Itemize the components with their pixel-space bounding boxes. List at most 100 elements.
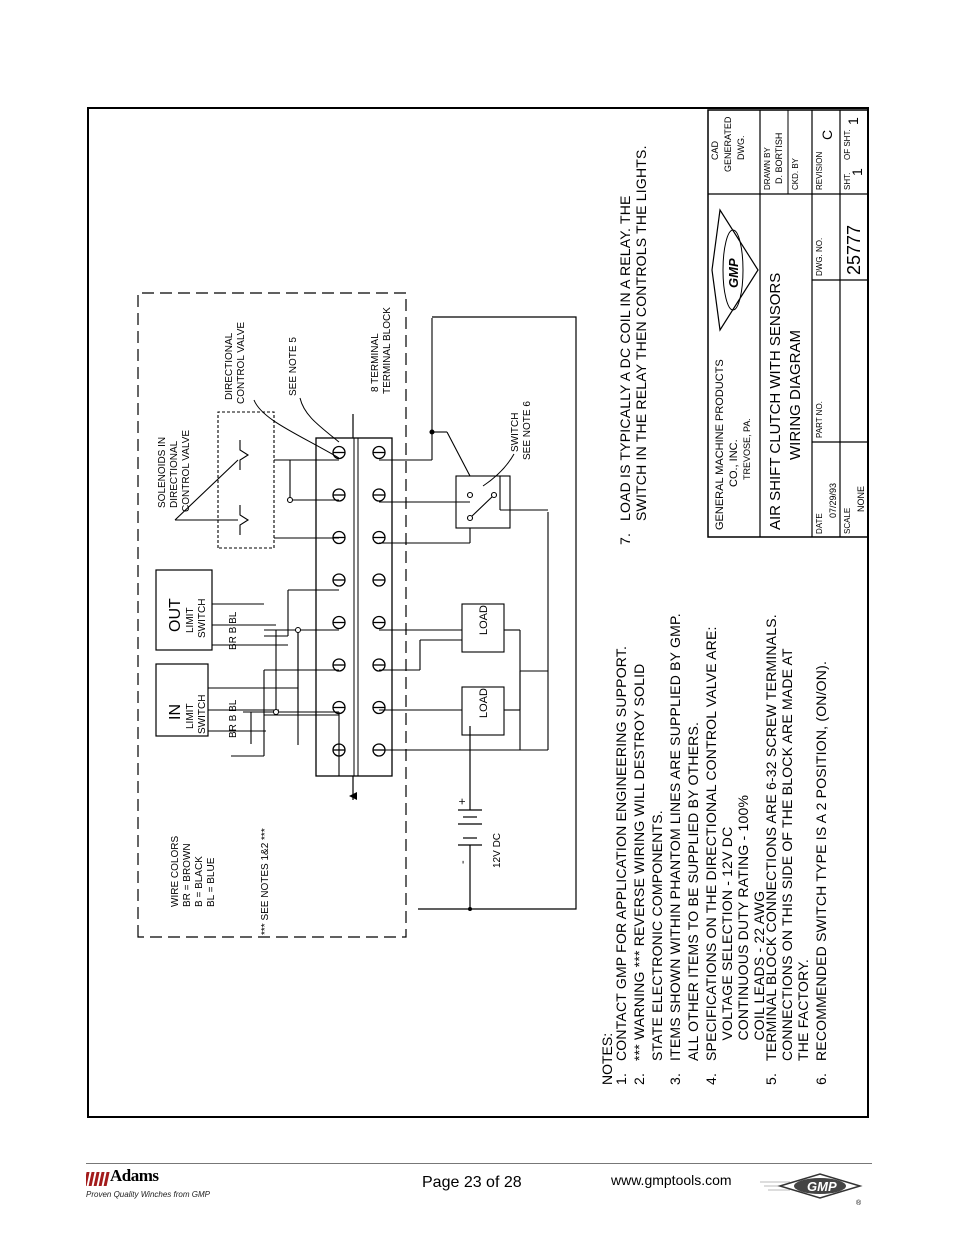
company-name: GENERAL MACHINE PRODUCTS	[714, 359, 726, 530]
svg-text:LOAD: LOAD	[478, 688, 490, 718]
svg-text:B = BLACK: B = BLACK	[194, 856, 205, 907]
svg-text:*** SEE NOTES 1&2 ***: *** SEE NOTES 1&2 ***	[260, 828, 271, 935]
svg-text:CAD: CAD	[710, 140, 720, 160]
adams-brand: Adams	[110, 1166, 159, 1185]
svg-text:SWITCH: SWITCH	[197, 599, 208, 638]
svg-text:D. BORTISH: D. BORTISH	[774, 133, 784, 184]
company-city: TREVOSE, PA.	[742, 418, 752, 480]
note-line: CONTACT GMP FOR APPLICATION ENGINEERING …	[613, 646, 629, 1061]
notes-title: NOTES:	[599, 1033, 615, 1085]
note-line: ITEMS SHOWN WITHIN PHANTOM LINES ARE SUP…	[667, 613, 683, 1061]
svg-text:1: 1	[845, 117, 861, 125]
svg-text:LOAD: LOAD	[478, 605, 490, 635]
terminal-block	[315, 414, 393, 800]
title-block: GENERAL MACHINE PRODUCTS CO., INC. TREVO…	[707, 109, 869, 538]
note-line: SWITCH IN THE RELAY THEN CONTROLS THE LI…	[633, 145, 649, 521]
svg-text:CONTROL VALVE: CONTROL VALVE	[181, 430, 192, 512]
svg-text:WIRE COLORS: WIRE COLORS	[170, 836, 181, 907]
svg-text:DWG.: DWG.	[736, 136, 746, 161]
drawing-subtitle: WIRING DIAGRAM	[787, 330, 804, 460]
note-4: 4. SPECIFICATIONS ON THE DIRECTIONAL CONT…	[703, 626, 767, 1085]
svg-text:BR = BROWN: BR = BROWN	[182, 843, 193, 907]
note-number: 4.	[703, 1073, 719, 1085]
notes-block: NOTES:	[599, 1033, 615, 1085]
svg-text:OUT: OUT	[167, 598, 184, 632]
directional-control-valve	[174, 411, 339, 549]
notes-list: 1. CONTACT GMP FOR APPLICATION ENGINEERIN…	[613, 145, 829, 1085]
svg-text:BR B BL: BR B BL	[228, 699, 239, 738]
svg-text:REVISION: REVISION	[815, 152, 824, 190]
note-line: LOAD IS TYPICALLY A DC COIL IN A RELAY. …	[617, 195, 633, 521]
website-link[interactable]: www.gmptools.com	[611, 1172, 732, 1188]
note-number: 3.	[667, 1073, 683, 1085]
note-line: CONNECTIONS ON THIS SIDE OF THE BLOCK AR…	[779, 648, 795, 1061]
note-number: 2.	[631, 1073, 647, 1085]
note-line: COIL LEADS - 22 AWG	[751, 891, 767, 1061]
svg-text:DIRECTIONAL: DIRECTIONAL	[169, 440, 180, 508]
svg-text:DIRECTIONAL: DIRECTIONAL	[224, 332, 235, 400]
adams-logo: Adams Proven Quality Winches from GMP	[86, 1166, 226, 1206]
drawing-title: AIR SHIFT CLUTCH WITH SENSORS	[767, 273, 784, 530]
note-line: STATE ELECTRONIC COMPONENTS.	[649, 810, 665, 1061]
out-limit-switch: OUT LIMIT SWITCH BR B BL	[155, 569, 301, 715]
load-2	[461, 603, 505, 653]
note-number: 7.	[617, 533, 633, 545]
svg-text:1: 1	[849, 168, 865, 176]
wire-colors-legend: WIRE COLORS BR = BROWN B = BLACK BL = BL…	[170, 828, 271, 935]
svg-text:IN: IN	[167, 704, 184, 720]
company-inc: CO., INC.	[728, 439, 740, 487]
solenoids-label: SOLENOIDS IN	[157, 437, 168, 508]
rotated-drawing: NOTES: 1. CONTACT GMP FOR APPLICATION ENG…	[137, 109, 869, 1085]
note-2: 2. *** WARNING *** REVERSE WIRING WILL DE…	[631, 664, 665, 1085]
svg-text:GMP: GMP	[726, 258, 741, 288]
svg-text:DATE: DATE	[815, 513, 824, 534]
note-5: 5.TERMINAL BLOCK CONNECTIONS ARE 6-32 SC…	[763, 614, 811, 1085]
note-7: 7. LOAD IS TYPICALLY A DC COIL IN A RELAY…	[617, 145, 649, 545]
svg-text:SEE NOTE 5: SEE NOTE 5	[288, 337, 299, 396]
svg-text:DRAWN BY: DRAWN BY	[763, 147, 772, 190]
load-circuit	[379, 318, 549, 751]
svg-text:07/29/93: 07/29/93	[828, 483, 838, 518]
in-limit-switch: IN LIMIT SWITCH BR B BL	[155, 663, 298, 738]
svg-text:SEE NOTE 6: SEE NOTE 6	[522, 401, 533, 460]
footer-rule	[86, 1163, 872, 1164]
drawing-number: 25777	[844, 225, 864, 275]
svg-text:SHT.: SHT.	[843, 173, 852, 190]
load-1	[461, 686, 505, 736]
svg-text:TERMINAL BLOCK: TERMINAL BLOCK	[382, 307, 393, 394]
note-number: 1.	[613, 1073, 629, 1085]
svg-text:GMP: GMP	[807, 1179, 837, 1194]
svg-text:SWITCH: SWITCH	[197, 695, 208, 734]
svg-text:BL = BLUE: BL = BLUE	[206, 857, 217, 907]
terminal-block-label: 8 TERMINAL	[370, 333, 381, 392]
note-line: TERMINAL BLOCK CONNECTIONS ARE 6-32 SCRE…	[763, 614, 779, 1061]
page-number: Page 23 of 28	[422, 1174, 522, 1191]
svg-text:®: ®	[856, 1199, 862, 1206]
svg-text:PART NO.: PART NO.	[815, 401, 824, 438]
note-line: SPECIFICATIONS ON THE DIRECTIONAL CONTRO…	[703, 626, 719, 1061]
switch-label: SWITCH	[510, 413, 521, 452]
svg-text:CONTROL VALVE: CONTROL VALVE	[236, 322, 247, 404]
adams-stripes-icon	[86, 1172, 110, 1186]
svg-text:C: C	[819, 130, 835, 140]
gmp-title-logo: GMP	[711, 208, 759, 332]
svg-text:-: -	[457, 860, 469, 864]
svg-text:LIMIT: LIMIT	[185, 703, 196, 729]
note-line: THE FACTORY.	[795, 959, 811, 1061]
note-number: 6.	[813, 1073, 829, 1085]
svg-text:SCALE: SCALE	[843, 508, 852, 534]
svg-text:OF SHT.: OF SHT.	[843, 129, 852, 160]
note-line: ALL OTHER ITEMS TO BE SUPPLIED BY OTHERS…	[685, 722, 701, 1061]
note-line: *** WARNING *** REVERSE WIRING WILL DEST…	[631, 664, 647, 1061]
wiring-diagram-sheet: NOTES: 1. CONTACT GMP FOR APPLICATION ENG…	[87, 107, 869, 1118]
svg-text:12V DC: 12V DC	[492, 833, 503, 868]
note-line: VOLTAGE SELECTION - 12V DC	[719, 827, 735, 1061]
note-line: CONTINUOUS DUTY RATING - 100%	[735, 795, 751, 1061]
svg-text:CKD. BY: CKD. BY	[791, 157, 800, 190]
svg-text:DWG. NO.: DWG. NO.	[815, 238, 824, 276]
svg-text:+: +	[455, 798, 469, 805]
adams-tagline: Proven Quality Winches from GMP	[86, 1190, 210, 1199]
phantom-boundary	[137, 292, 407, 938]
svg-text:NONE: NONE	[856, 486, 866, 512]
svg-text:LIMIT: LIMIT	[185, 607, 196, 633]
